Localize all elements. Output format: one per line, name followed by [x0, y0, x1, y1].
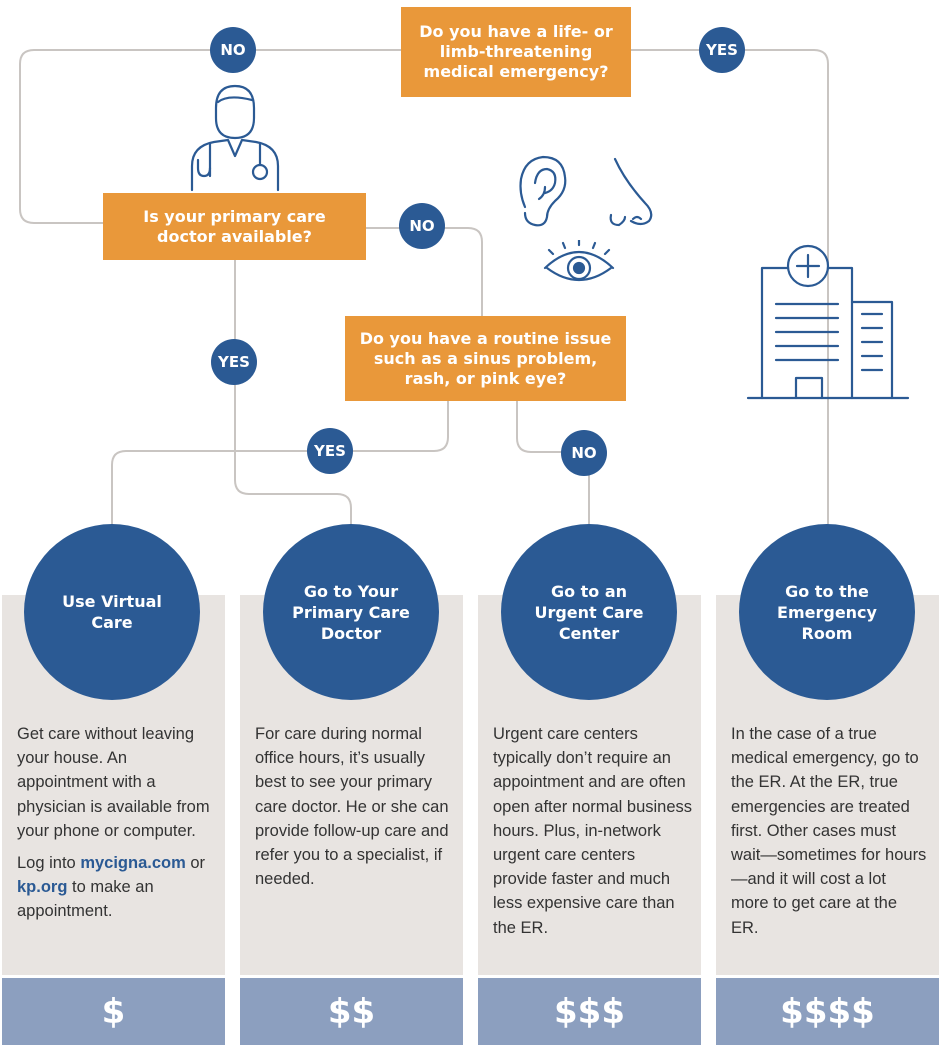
- nose-icon: [609, 157, 653, 227]
- question-routine-issue-text: Do you have a routine issue such as a si…: [359, 328, 612, 388]
- connector-primary-no: [366, 227, 483, 316]
- option-title-emergency-room-text: Go to the Emergency Room: [777, 581, 877, 643]
- urgent-care-description-text: Urgent care centers typically don’t requ…: [493, 725, 693, 937]
- eye-icon: [543, 240, 615, 281]
- routine-yes-badge: YES: [307, 428, 353, 474]
- cost-emergency-room: $$$$: [716, 978, 939, 1045]
- ear-icon: [519, 155, 567, 227]
- primary-no-badge: NO: [399, 203, 445, 249]
- option-title-virtual-care-text: Use Virtual Care: [62, 592, 162, 632]
- virtual-care-description-text: Get care without leaving your house. An …: [17, 725, 210, 840]
- connector-routine-yes: [111, 401, 449, 530]
- option-title-emergency-room: Go to the Emergency Room: [739, 524, 915, 700]
- virtual-care-login-text: Log into mycigna.com or kp.org to make a…: [17, 851, 217, 924]
- emergency-room-description-text: In the case of a true medical emergency,…: [731, 725, 927, 937]
- question-emergency: Do you have a life- or limb-threatening …: [401, 7, 631, 97]
- option-description-virtual-care: Get care without leaving your house. An …: [17, 722, 217, 932]
- option-title-primary-care-text: Go to Your Primary Care Doctor: [292, 581, 410, 643]
- primary-yes-badge: YES: [211, 339, 257, 385]
- option-title-urgent-care: Go to an Urgent Care Center: [501, 524, 677, 700]
- option-title-virtual-care: Use Virtual Care: [24, 524, 200, 700]
- login-prefix-text: Log into: [17, 854, 81, 873]
- cost-primary-care: $$: [240, 978, 463, 1045]
- option-title-primary-care: Go to Your Primary Care Doctor: [263, 524, 439, 700]
- option-description-primary-care: For care during normal office hours, it’…: [255, 722, 455, 899]
- hospital-icon: [746, 244, 910, 400]
- kp-org-link[interactable]: kp.org: [17, 878, 68, 897]
- connector-primary-yes: [234, 260, 352, 528]
- primary-care-description-text: For care during normal office hours, it’…: [255, 725, 449, 889]
- emergency-yes-badge: YES: [699, 27, 745, 73]
- option-description-urgent-care: Urgent care centers typically don’t requ…: [493, 722, 693, 948]
- connector-emergency-no: [19, 49, 401, 224]
- cost-urgent-care: $$$: [478, 978, 701, 1045]
- option-description-emergency-room: In the case of a true medical emergency,…: [731, 722, 927, 948]
- login-mid-text: or: [185, 854, 206, 873]
- connector-emergency-yes: [631, 49, 829, 530]
- question-primary-care-text: Is your primary care doctor available?: [143, 206, 326, 246]
- option-title-urgent-care-text: Go to an Urgent Care Center: [534, 581, 644, 643]
- question-primary-care: Is your primary care doctor available?: [103, 193, 366, 260]
- mycigna-link[interactable]: mycigna.com: [80, 854, 186, 873]
- question-emergency-text: Do you have a life- or limb-threatening …: [419, 22, 613, 81]
- login-suffix-text: to make an appointment.: [17, 878, 154, 921]
- doctor-icon: [190, 84, 280, 192]
- routine-no-badge: NO: [561, 430, 607, 476]
- cost-virtual-care: $: [2, 978, 225, 1045]
- emergency-no-badge: NO: [210, 27, 256, 73]
- question-routine-issue: Do you have a routine issue such as a si…: [345, 316, 626, 401]
